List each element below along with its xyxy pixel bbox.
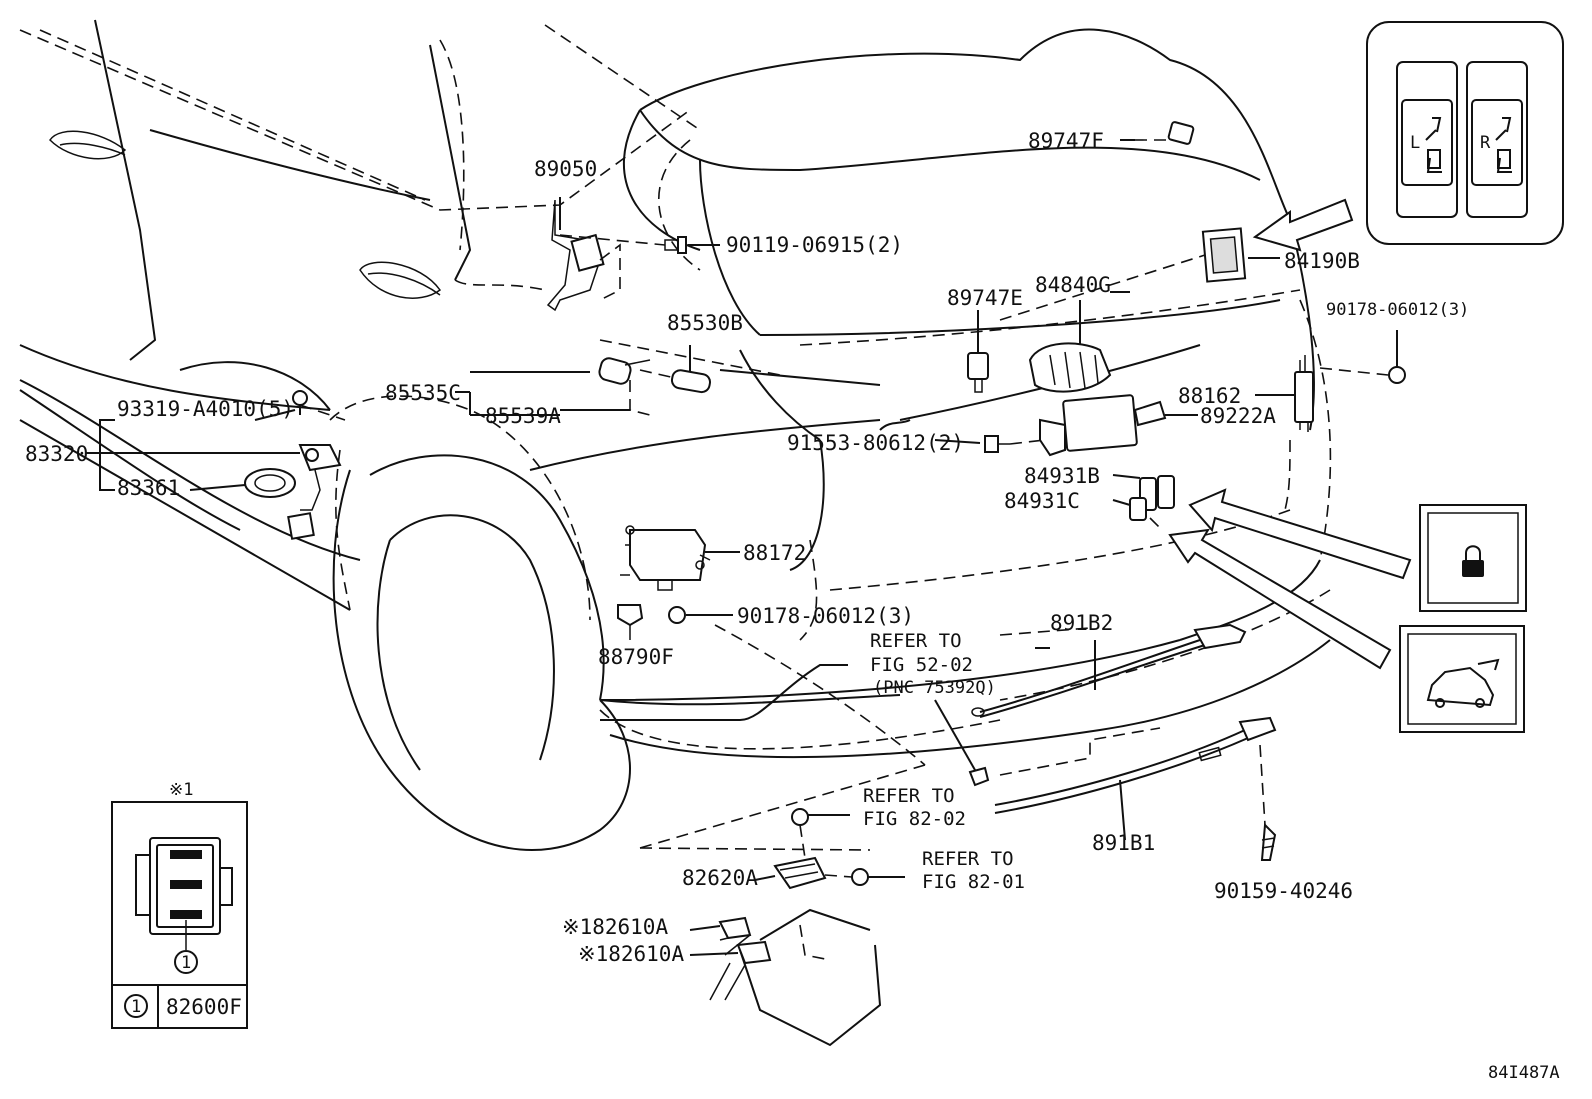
ref-82-02-line1[interactable]: REFER TO	[863, 785, 955, 807]
part-label-84190b[interactable]: 84190B	[1284, 249, 1360, 273]
part-label-90178-upper[interactable]: 90178-06012(3)	[1326, 300, 1469, 320]
part-84190b-drawing	[999, 227, 1280, 321]
part-label-891b2[interactable]: 891B2	[1050, 611, 1113, 635]
part-label-90159[interactable]: 90159-40246	[1214, 879, 1353, 903]
inset-table-number: 1	[131, 997, 141, 1017]
part-89747e-drawing	[967, 310, 989, 393]
ref-52-02-line2[interactable]: FIG 52-02	[870, 654, 973, 676]
reference-notes: REFER TO FIG 52-02 (PNC 75392Q) REFER TO…	[863, 630, 1025, 893]
connector-ref-52-02	[934, 699, 990, 787]
part-90159-screw	[1259, 744, 1277, 861]
part-label-84840g[interactable]: 84840G	[1035, 273, 1111, 297]
vehicle-body-outline	[19, 19, 1332, 759]
part-88162-drawing	[1255, 355, 1314, 432]
seat-switch-right-icon[interactable]: R	[1480, 117, 1512, 173]
part-label-89747f[interactable]: 89747F	[1028, 129, 1104, 153]
inset-lock-button[interactable]	[1419, 504, 1527, 612]
part-label-891b1[interactable]: 891B1	[1092, 831, 1155, 855]
ref-52-02-line1[interactable]: REFER TO	[870, 630, 962, 652]
part-label-88172[interactable]: 88172	[743, 541, 806, 565]
part-label-83361[interactable]: 83361	[117, 476, 180, 500]
part-85535c-drawing	[560, 345, 711, 416]
part-84931-drawing	[1112, 474, 1175, 529]
part-83320-drawing	[244, 390, 346, 540]
part-label-89050[interactable]: 89050	[534, 157, 597, 181]
part-label-93319[interactable]: 93319-A4010(5)	[117, 397, 294, 421]
seat-right-letter: R	[1480, 133, 1491, 153]
ref-82-02-line2[interactable]: FIG 82-02	[863, 808, 966, 830]
part-90178-nut-lower	[668, 606, 733, 624]
callout-arrows	[1168, 198, 1412, 670]
rear-wheel	[179, 361, 631, 851]
diagram-code: 84I487A	[1488, 1063, 1560, 1083]
part-84840g-drawing	[1028, 300, 1112, 393]
part-89747f-drawing	[1135, 121, 1195, 145]
part-891b1-drawing	[994, 716, 1277, 841]
part-82620a-drawing	[639, 624, 926, 1047]
lock-icon	[1462, 545, 1484, 577]
part-891b2-drawing	[971, 623, 1247, 718]
inset-seat-switch-panel: L R	[1366, 21, 1564, 245]
part-label-85539a[interactable]: 85539A	[485, 404, 561, 428]
part-label-83320[interactable]: 83320	[25, 442, 88, 466]
part-label-84931b[interactable]: 84931B	[1024, 464, 1100, 488]
seat-left-letter: L	[1410, 133, 1420, 153]
part-91553-bolt	[934, 435, 1046, 453]
part-label-89747e[interactable]: 89747E	[947, 286, 1023, 310]
ref-82-01-line1[interactable]: REFER TO	[922, 848, 1014, 870]
inset-tailgate-button[interactable]	[1399, 625, 1525, 733]
part-label-85530b[interactable]: 85530B	[667, 311, 743, 335]
inset-connector-panel: ※1 1 1 82600F	[111, 780, 248, 1029]
part-label-82600f[interactable]: 82600F	[166, 995, 242, 1019]
inset-note: ※1	[169, 780, 193, 800]
leader-lines	[85, 139, 1135, 721]
part-label-91553[interactable]: 91553-80612(2)	[787, 431, 964, 455]
part-label-82610a-2[interactable]: ※182610A	[578, 942, 684, 966]
part-label-84931c[interactable]: 84931C	[1004, 489, 1080, 513]
inset-callout-number: 1	[181, 953, 191, 973]
part-label-90119[interactable]: 90119-06915(2)	[726, 233, 903, 257]
ref-82-01-line2[interactable]: FIG 82-01	[922, 871, 1025, 893]
part-label-88162[interactable]: 88162	[1178, 384, 1241, 408]
part-89050-drawing	[546, 197, 666, 312]
part-label-89222a[interactable]: 89222A	[1200, 404, 1276, 428]
part-89222a-drawing	[1039, 394, 1198, 457]
part-label-82610a-1[interactable]: ※182610A	[562, 915, 668, 939]
part-88172-drawing	[620, 525, 740, 591]
part-88790f-drawing	[617, 604, 644, 640]
seat-switch-left-icon[interactable]: L	[1410, 117, 1442, 173]
part-label-90178-lower[interactable]: 90178-06012(3)	[737, 604, 914, 628]
tailgate-icon	[1426, 658, 1500, 708]
part-90178-nut-right	[1319, 330, 1406, 384]
part-label-85535c[interactable]: 85535C	[385, 381, 461, 405]
part-label-88790f[interactable]: 88790F	[598, 645, 674, 669]
ref-52-02-line3[interactable]: (PNC 75392Q)	[873, 678, 996, 698]
part-90119-bolt	[664, 236, 720, 254]
part-label-82620a[interactable]: 82620A	[682, 866, 758, 890]
part-labels: 89050 90119-06915(2) 85530B 85535C 85539…	[25, 129, 1469, 966]
